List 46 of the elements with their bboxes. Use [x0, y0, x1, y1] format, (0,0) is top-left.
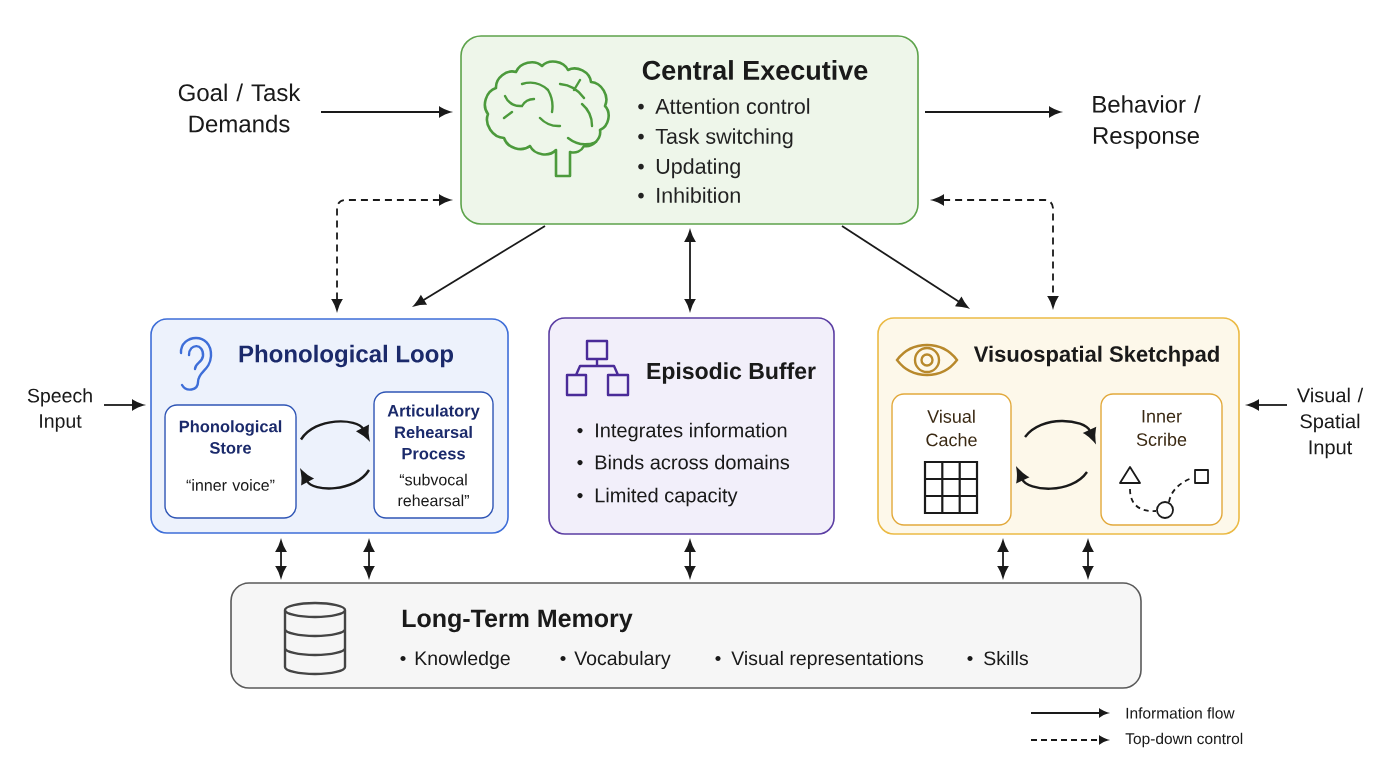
curved-arrow	[1024, 419, 1096, 442]
output-label: Behavior / Response	[1093, 95, 1201, 149]
list-item: Vocabulary	[574, 650, 671, 670]
arrow	[924, 106, 1061, 118]
list-item: Task switching	[655, 128, 793, 149]
curved-arrow	[300, 420, 370, 441]
double-arrow	[997, 540, 1009, 578]
input-label: Visual / Spatial Input	[1296, 387, 1364, 459]
input-label: Goal / Task Demands	[178, 83, 301, 133]
box-title: Inner Scribe	[1136, 410, 1187, 446]
dashed-double-arrow	[331, 194, 451, 311]
box-title: Visual Cache	[926, 409, 977, 447]
list-item: Limited capacity	[595, 487, 738, 507]
list-item: Attention control	[655, 98, 810, 114]
legend-label: Information flow	[1126, 707, 1235, 719]
list-item: Knowledge	[415, 650, 510, 670]
box-title: Visuospatial Sketchpad	[973, 345, 1219, 367]
arrow	[320, 106, 451, 118]
list-item: Visual representations	[731, 650, 924, 670]
quote-text: “subvocal rehearsal”	[398, 473, 469, 507]
dashed-double-arrow	[932, 194, 1059, 308]
arrow	[103, 399, 144, 411]
box-title: Central Executive	[642, 60, 868, 80]
arrow	[1247, 399, 1288, 411]
curved-arrow	[300, 469, 370, 490]
arrow	[841, 225, 969, 309]
double-arrow	[684, 230, 696, 311]
list-item: Integrates information	[596, 422, 787, 442]
double-arrow	[1082, 540, 1094, 578]
arrow	[413, 225, 546, 307]
double-arrow	[275, 540, 287, 578]
double-arrow	[363, 540, 375, 578]
box-title: Articulatory Rehearsal Process	[387, 404, 480, 460]
list-item: Updating	[656, 158, 740, 179]
box-title: Phonological Store	[179, 420, 282, 454]
list-item: Skills	[984, 650, 1028, 666]
curved-arrow	[1016, 468, 1088, 490]
box-title: Episodic Buffer	[647, 362, 816, 384]
box-title: Long-Term Memory	[402, 609, 633, 633]
box-title: Phonological Loop	[239, 344, 454, 368]
double-arrow	[684, 540, 696, 578]
list-item: Inhibition	[657, 187, 740, 203]
legend-label: Top-down control	[1125, 732, 1243, 748]
list-item: Binds across domains	[595, 454, 790, 470]
quote-text: “inner voice”	[186, 479, 275, 491]
input-label: Speech Input	[27, 388, 92, 432]
